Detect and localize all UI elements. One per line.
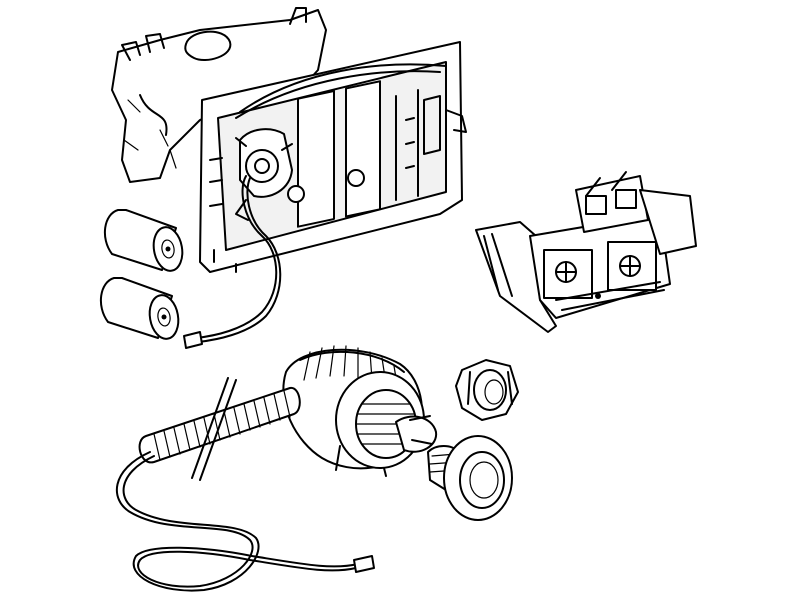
battery-1 <box>103 209 184 272</box>
coiled-cable <box>115 377 375 592</box>
junction-box <box>475 171 697 333</box>
frame-cable <box>183 175 282 349</box>
battery-2 <box>99 277 180 340</box>
actuator-housing <box>282 345 438 477</box>
frame-mechanism <box>235 128 365 221</box>
mounting-nut <box>455 359 519 421</box>
push-button <box>427 435 513 521</box>
